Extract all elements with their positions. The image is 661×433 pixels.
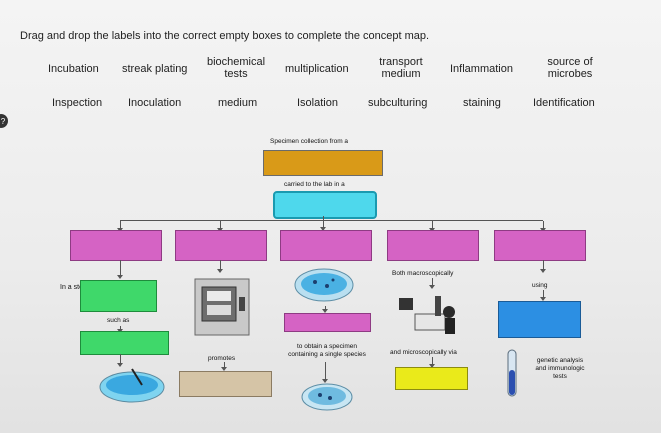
drop-box-using[interactable]	[498, 301, 581, 338]
drop-box-step-2[interactable]	[175, 230, 267, 261]
such-as-text: such as	[107, 317, 130, 324]
label-transport-medium[interactable]: transport medium	[379, 56, 423, 80]
col1-arrow-1	[117, 260, 123, 279]
branch-4	[429, 221, 435, 232]
col3-arrow-1	[322, 306, 328, 313]
col4-arrow-2	[429, 357, 435, 368]
in-sterile-text: In a sterile	[60, 284, 93, 291]
macroscopic-text: Both macroscopically	[392, 270, 454, 277]
drop-box-sterile[interactable]	[80, 280, 157, 312]
petri-dish-pure-icon	[301, 383, 353, 411]
microscopic-text: and microscopically via	[390, 349, 457, 356]
question-marker[interactable]: ?	[0, 114, 8, 128]
instruction-text: Drag and drop the labels into the correc…	[20, 30, 430, 42]
drop-box-obtain[interactable]	[284, 313, 371, 332]
col2-arrow-1	[217, 260, 223, 273]
microscope-icon	[399, 296, 455, 334]
col3-arrow-2	[322, 362, 328, 383]
label-subculturing[interactable]: subculturing	[368, 97, 428, 109]
label-staining[interactable]: staining	[463, 97, 501, 109]
branch-1	[117, 221, 123, 232]
col1-arrow-3	[117, 354, 123, 367]
drop-box-such-as[interactable]	[80, 331, 169, 355]
drop-box-transport[interactable]	[273, 191, 377, 219]
petri-dish-streak-icon	[99, 368, 165, 403]
label-incubation[interactable]: Incubation	[48, 63, 99, 75]
label-biochemical-tests[interactable]: biochemical tests	[206, 56, 266, 80]
incubator-icon	[194, 278, 250, 336]
label-streak-plating[interactable]: streak plating	[122, 63, 188, 75]
drop-box-step-4[interactable]	[387, 230, 479, 261]
drop-box-promotes[interactable]	[179, 371, 272, 397]
drop-box-microscopy[interactable]	[395, 367, 468, 390]
col2-arrow-2	[221, 362, 227, 371]
col1-arrow-2	[117, 326, 123, 333]
drop-box-source[interactable]	[263, 150, 383, 176]
specimen-collection-text: Specimen collection from a	[270, 138, 349, 145]
label-multiplication[interactable]: multiplication	[285, 63, 349, 75]
label-inspection[interactable]: Inspection	[52, 97, 103, 109]
branch-2	[217, 221, 223, 232]
label-identification[interactable]: Identification	[533, 97, 595, 109]
promotes-text: promotes	[208, 355, 236, 362]
test-tube-icon	[507, 349, 517, 397]
center-connector	[320, 216, 326, 231]
label-isolation[interactable]: Isolation	[297, 97, 338, 109]
label-source-of-microbes[interactable]: source of microbes	[547, 56, 593, 80]
drop-box-step-3[interactable]	[280, 230, 372, 261]
drop-box-step-5[interactable]	[494, 230, 586, 261]
drop-box-step-1[interactable]	[70, 230, 162, 261]
col5-arrow-1	[540, 260, 546, 273]
col5-arrow-2	[540, 290, 546, 301]
branch-5	[540, 221, 546, 232]
obtain-specimen-text: to obtain a specimen containing a single…	[288, 343, 366, 358]
label-inoculation[interactable]: Inoculation	[128, 97, 182, 109]
label-medium[interactable]: medium	[218, 97, 258, 109]
petri-dish-colonies-icon	[294, 268, 354, 302]
branch-line	[120, 220, 543, 221]
using-text: using	[532, 282, 548, 289]
label-inflammation[interactable]: Inflammation	[450, 63, 513, 75]
genetic-analysis-text: genetic analysis and immunologic tests	[535, 357, 585, 380]
carried-text: carried to the lab in a	[284, 181, 345, 188]
col4-arrow-1	[429, 278, 435, 289]
